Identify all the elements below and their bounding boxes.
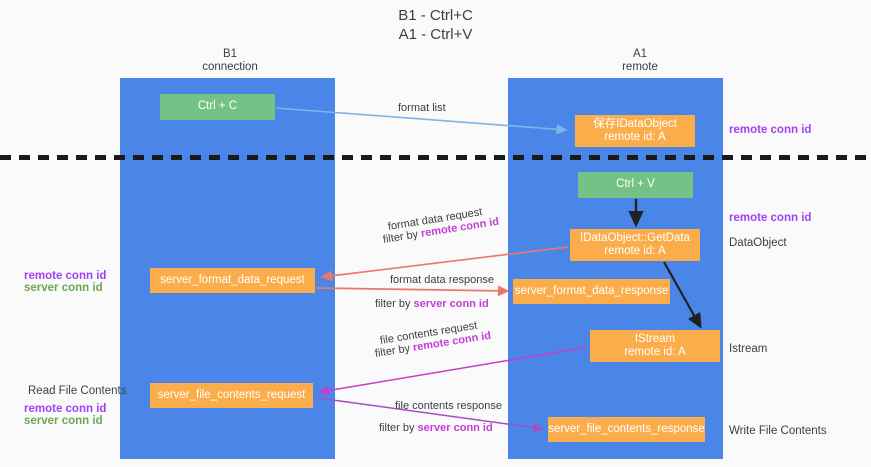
lane-header-b1: B1 connection [140,48,320,74]
arrow-format-data-response [315,285,510,297]
annotation-write-file-contents: Write File Contents [729,425,827,437]
edge-label-file-contents-response-filter: filter by server conn id [379,421,493,435]
box-istream-label: IStream [634,332,676,345]
filter-prefix-2: filter by [375,298,414,310]
legend-server-conn-id-1: server conn id [24,282,103,294]
filter-key-4: server conn id [417,422,493,434]
arrow-file-contents-request [318,346,589,396]
box-server-file-contents-request-label: server_file_contents_request [157,388,306,401]
annotation-read-file-contents: Read File Contents [28,385,127,397]
filter-key-2: server conn id [413,298,489,310]
box-save-idataobject-label: 保存IDataObject [593,117,677,130]
legend-remote-conn-id-1: remote conn id [24,270,107,282]
box-save-idataobject-sub: remote id: A [604,131,666,143]
box-server-format-data-request[interactable]: server_format_data_request [150,268,315,293]
annotation-dataobject: DataObject [729,237,787,249]
lane-header-b1-name: B1 [222,48,238,60]
lane-header-a1-role: remote [622,61,658,73]
edge-label-format-data-response-filter: filter by server conn id [375,297,489,311]
box-ctrl-c[interactable]: Ctrl + C [160,94,275,120]
box-ctrl-c-label: Ctrl + C [197,100,238,113]
box-istream-sub: remote id: A [624,346,686,358]
box-server-file-contents-response-label: server_file_contents_response [548,422,705,435]
lane-header-a1: A1 remote [550,48,730,74]
annotation-istream: Istream [729,343,768,355]
annotation-remote-conn-id-top: remote conn id [729,124,812,136]
box-server-format-data-response-label: server_format_data_response [514,284,669,297]
title-line-2: A1 - Ctrl+V [398,26,473,43]
arrow-format-list [275,107,568,135]
edge-label-format-data-response: format data response [390,274,494,286]
box-server-format-data-response[interactable]: server_format_data_response [513,279,670,304]
box-ctrl-v[interactable]: Ctrl + V [578,172,693,198]
box-ctrl-v-label: Ctrl + V [616,178,655,191]
filter-prefix-4: filter by [379,422,418,434]
arrow-format-data-request [320,246,569,282]
box-istream[interactable]: IStream remote id: A [590,330,720,362]
box-getdata-label: IDataObject::GetData [580,231,690,244]
title-line-1: B1 - Ctrl+C [398,7,473,24]
edge-label-file-contents-response: file contents response [395,400,503,412]
edge-label-format-list: format list [398,102,446,114]
legend-server-conn-id-2: server conn id [24,415,103,427]
box-server-file-contents-response[interactable]: server_file_contents_response [548,417,705,442]
page-title: B1 - Ctrl+C A1 - Ctrl+V [0,6,871,44]
box-server-file-contents-request[interactable]: server_file_contents_request [150,383,313,408]
annotation-remote-conn-id-mid: remote conn id [729,212,812,224]
phase-divider [0,155,871,160]
lane-header-b1-role: connection [202,61,258,73]
box-save-idataobject[interactable]: 保存IDataObject remote id: A [575,115,695,147]
box-getdata-sub: remote id: A [604,245,666,257]
box-server-format-data-request-label: server_format_data_request [160,273,305,286]
legend-remote-conn-id-2: remote conn id [24,403,107,415]
arrow-file-contents-response [317,397,545,433]
box-idataobject-getdata[interactable]: IDataObject::GetData remote id: A [570,229,700,261]
arrow-getdata-to-istream [663,261,702,329]
lane-header-a1-name: A1 [632,48,648,60]
